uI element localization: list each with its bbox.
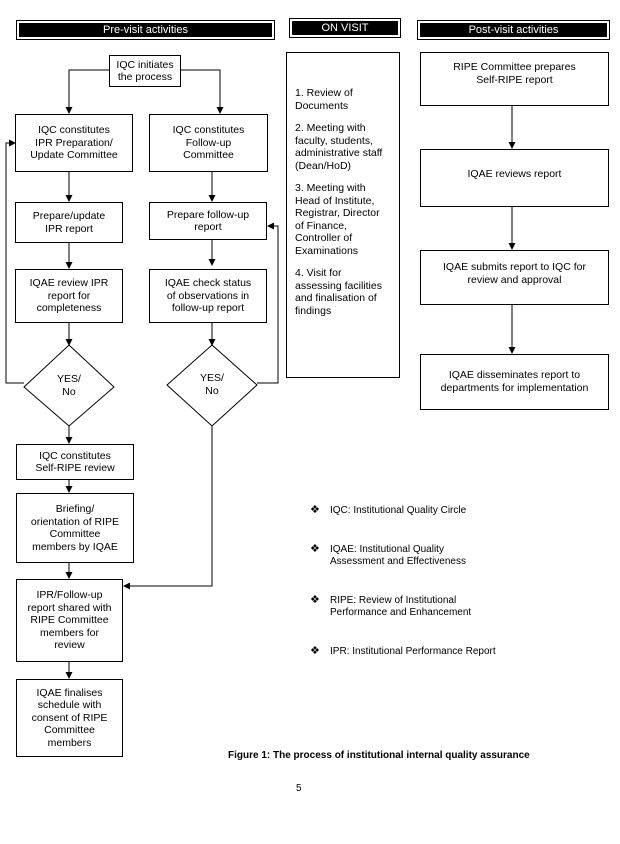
connector-right-merge <box>123 426 213 590</box>
on-visit-item: 2. Meeting with faculty, students, admin… <box>295 122 383 172</box>
legend-item: ❖ IPR: Institutional Performance Report <box>310 644 496 657</box>
diamond-bullet-icon: ❖ <box>310 504 320 516</box>
header-post-visit: Post-visit activities <box>417 20 610 40</box>
legend-item: ❖ IQC: Institutional Quality Circle <box>310 504 467 516</box>
figure-caption: Figure 1: The process of institutional i… <box>228 750 530 761</box>
right-decision-diamond <box>166 344 258 427</box>
connector-start-left <box>65 69 109 114</box>
page-number: 5 <box>296 783 302 794</box>
header-pre-visit: Pre-visit activities <box>16 20 275 40</box>
on-visit-item: 4. Visit for assessing facilities and fi… <box>295 267 382 317</box>
connector-right-loop <box>257 222 279 384</box>
on-visit-item: 3. Meeting with Head of Institute, Regis… <box>295 182 380 257</box>
connector-left-loop <box>5 139 24 384</box>
left-decision-label: YES/No <box>57 373 81 398</box>
on-visit-item: 1. Review of Documents <box>295 87 353 112</box>
connector-start-right <box>181 69 224 114</box>
on-visit-list: 1. Review of Documents 2. Meeting with f… <box>295 87 391 327</box>
post-iqae-reviews-box: IQAE reviews report <box>420 149 609 207</box>
legend-item: ❖ IQAE: Institutional Quality Assessment… <box>310 542 466 568</box>
legend-item: ❖ RIPE: Review of Institutional Performa… <box>310 593 472 619</box>
header-on-visit: ON VISIT <box>289 18 401 38</box>
diamond-bullet-icon: ❖ <box>310 593 320 606</box>
diamond-bullet-icon: ❖ <box>310 542 320 555</box>
diamond-bullet-icon: ❖ <box>310 644 320 657</box>
on-visit-box: 1. Review of Documents 2. Meeting with f… <box>286 52 400 378</box>
left-decision-diamond <box>23 344 115 427</box>
right-decision-label: YES/No <box>200 372 224 397</box>
abbreviation-legend: ❖ IQC: Institutional Quality Circle ❖ IQ… <box>310 504 600 684</box>
